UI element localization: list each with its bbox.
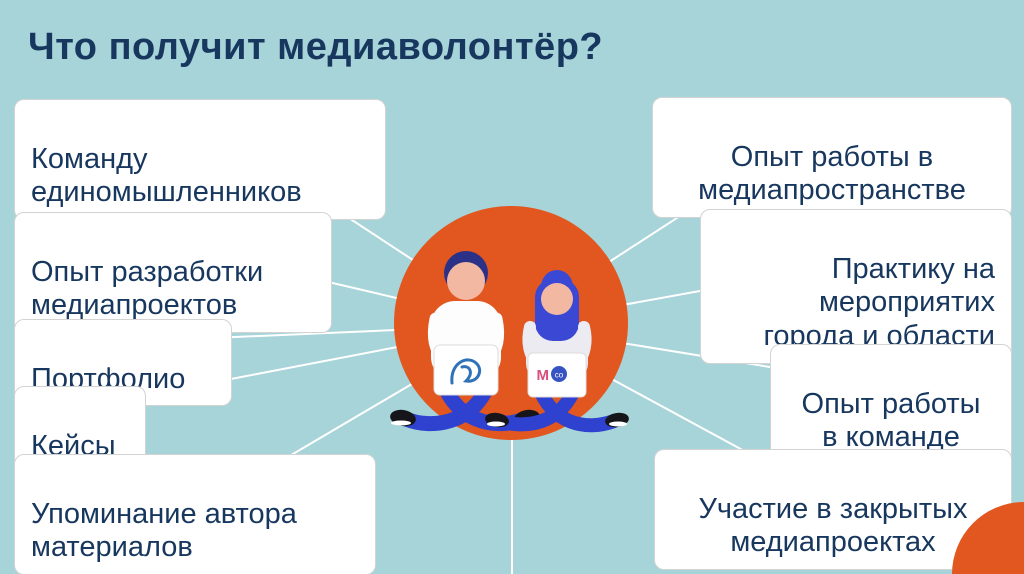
benefit-box-city-events: Практику на мероприятих города и области [700,209,1012,364]
shoe-icon [605,412,629,428]
benefit-box-author-credit: Упоминание автора материалов [14,454,376,574]
benefit-label: Упоминание автора материалов [31,497,297,564]
benefit-box-team: Команду единомышленников [14,99,386,220]
benefit-label: Практику на мероприятих города и области [763,252,995,352]
benefit-box-media-space: Опыт работы в медиапространстве [652,97,1012,218]
benefit-label: Команду единомышленников [31,142,302,209]
benefit-label: Участие в закрытых медиапроектах [698,492,968,559]
center-circle [394,206,628,440]
benefit-box-teamwork: Опыт работы в команде [770,344,1012,465]
shoe-icon [390,409,416,427]
benefit-label: Опыт разработки медиапроектов [31,255,264,322]
benefit-label: Опыт работы в команде [801,387,981,454]
benefit-box-project-experience: Опыт разработки медиапроектов [14,212,332,333]
slide-title: Что получит медиаволонтёр? [28,26,604,68]
benefit-box-closed-projects: Участие в закрытых медиапроектах [654,449,1012,570]
benefit-label: Опыт работы в медиапространстве [698,140,966,207]
